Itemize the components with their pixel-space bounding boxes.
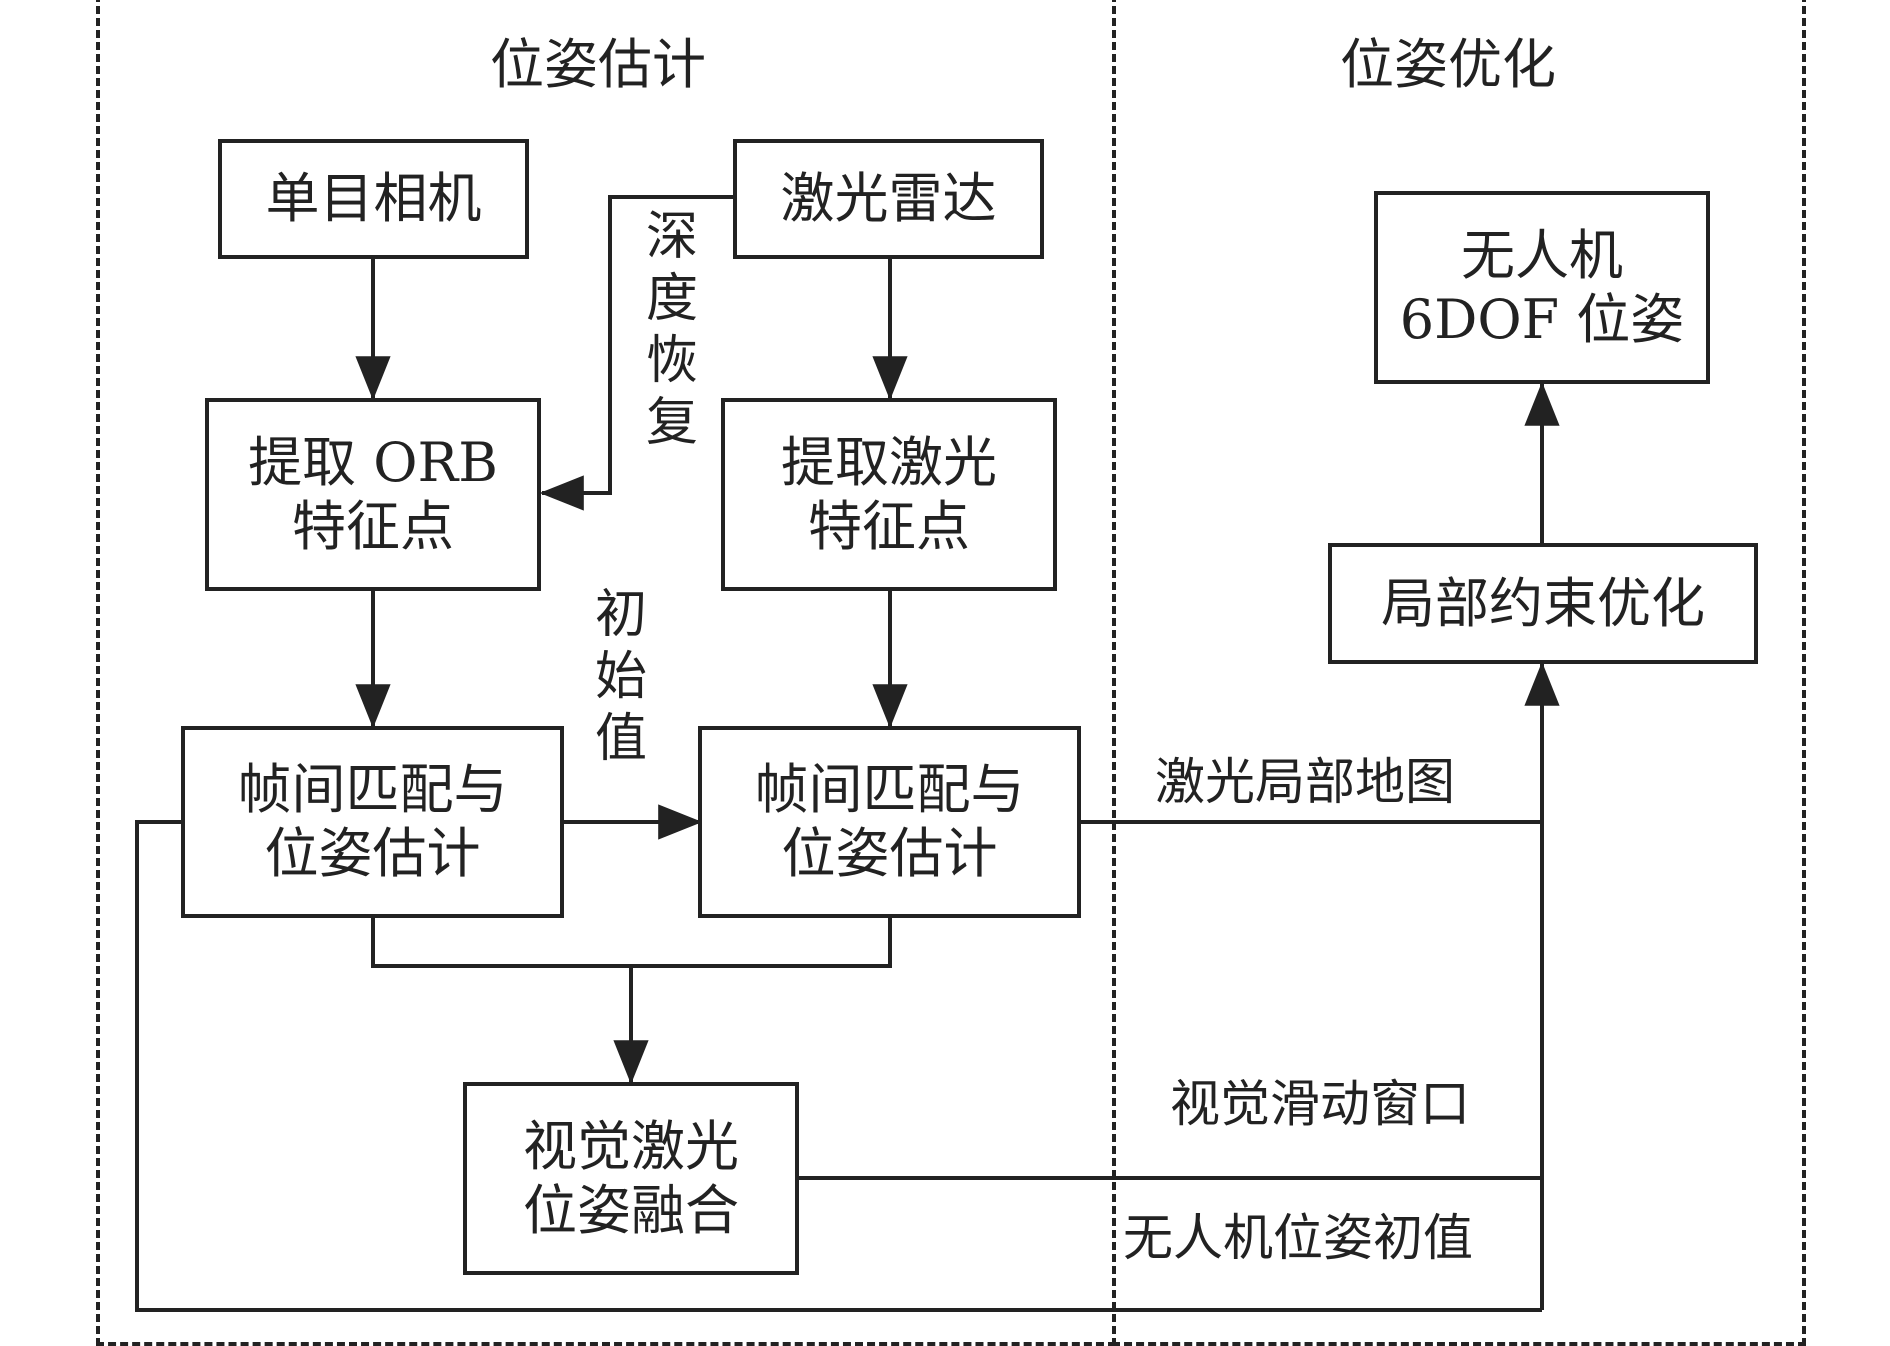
arrow-depth-recovery bbox=[539, 195, 735, 511]
local-constraint-optimization-label: 局部约束优化 bbox=[1381, 571, 1705, 635]
orb-feature-line2: 特征点 bbox=[292, 494, 454, 558]
laser-feature-box: 提取激光 特征点 bbox=[721, 398, 1057, 591]
uav-6dof-pose-line2: 6DOF 位姿 bbox=[1399, 287, 1685, 351]
visual-sliding-window-label: 视觉滑动窗口 bbox=[1170, 1075, 1470, 1133]
depth-recovery-char: 深 bbox=[645, 207, 698, 267]
depth-recovery-char: 度 bbox=[645, 269, 698, 329]
laser-frame-matching-line2: 位姿估计 bbox=[781, 822, 998, 885]
visual-laser-fusion-line1: 视觉激光 bbox=[523, 1114, 739, 1178]
visual-frame-matching-box: 帧间匹配与 位姿估计 bbox=[181, 726, 564, 918]
uav-6dof-pose-box: 无人机 6DOF 位姿 bbox=[1374, 191, 1710, 384]
depth-recovery-char: 恢 bbox=[645, 331, 698, 391]
depth-recovery-label: 深 度 恢 复 bbox=[642, 206, 702, 454]
monocular-camera-label: 单目相机 bbox=[265, 167, 482, 231]
depth-recovery-char: 复 bbox=[645, 393, 698, 453]
initial-value-char: 值 bbox=[594, 709, 647, 769]
laser-frame-matching-box: 帧间匹配与 位姿估计 bbox=[698, 726, 1081, 918]
uav-pose-initial-label: 无人机位姿初值 bbox=[1123, 1209, 1473, 1267]
lidar-box: 激光雷达 bbox=[733, 139, 1044, 259]
visual-frame-matching-line1: 帧间匹配与 bbox=[237, 758, 508, 822]
initial-value-char: 初 bbox=[594, 585, 647, 645]
visual-laser-fusion-line2: 位姿融合 bbox=[523, 1178, 739, 1242]
visual-frame-matching-line2: 位姿估计 bbox=[264, 822, 481, 885]
orb-feature-box: 提取 ORB 特征点 bbox=[205, 398, 541, 591]
lidar-label: 激光雷达 bbox=[780, 167, 997, 231]
initial-value-label: 初 始 值 bbox=[591, 584, 651, 770]
laser-feature-line2: 特征点 bbox=[808, 494, 970, 558]
laser-frame-matching-line1: 帧间匹配与 bbox=[754, 758, 1025, 822]
orb-feature-line1: 提取 ORB bbox=[248, 430, 498, 494]
visual-laser-fusion-box: 视觉激光 位姿融合 bbox=[463, 1082, 799, 1275]
connector-feedback-loop bbox=[135, 820, 1542, 1312]
monocular-camera-box: 单目相机 bbox=[218, 139, 529, 259]
uav-6dof-pose-line1: 无人机 bbox=[1461, 223, 1623, 287]
laser-feature-line1: 提取激光 bbox=[781, 430, 997, 494]
laser-local-map-label: 激光局部地图 bbox=[1155, 753, 1455, 811]
local-constraint-optimization-box: 局部约束优化 bbox=[1328, 543, 1758, 664]
pose-estimation-title: 位姿估计 bbox=[490, 33, 706, 96]
initial-value-char: 始 bbox=[594, 647, 647, 707]
pose-optimization-title: 位姿优化 bbox=[1340, 33, 1556, 96]
